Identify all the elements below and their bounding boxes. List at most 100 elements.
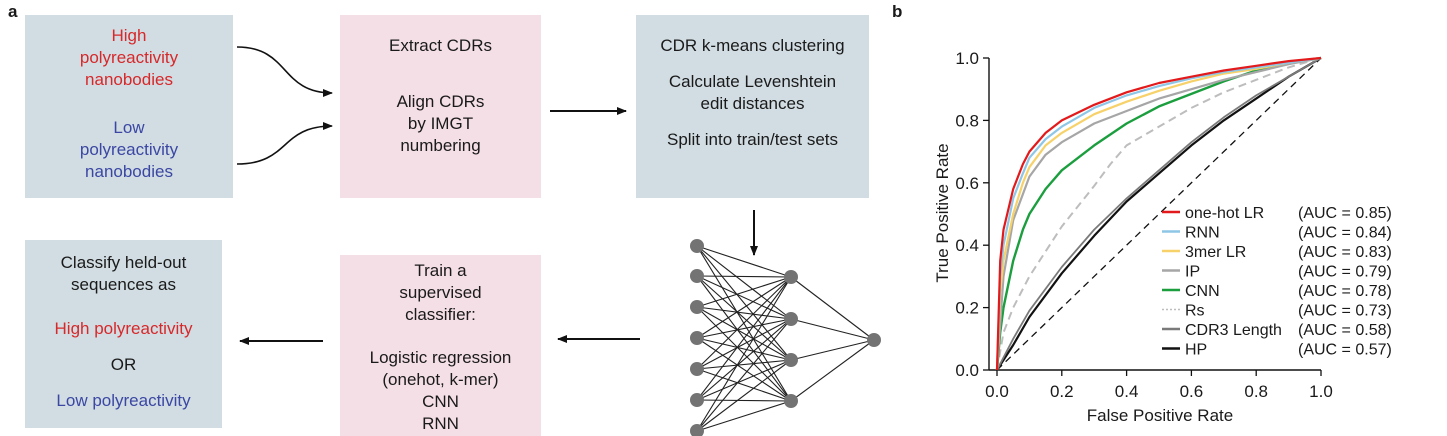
- neural-network-diagram: [690, 239, 881, 436]
- roc-curve-hp: [996, 57, 1322, 371]
- roc-curve-rs: [996, 57, 1322, 371]
- nn-edge: [696, 245, 792, 278]
- classify-or-text: OR: [110, 355, 137, 374]
- legend-label: 3mer LR: [1185, 244, 1246, 261]
- method-rnn: RNN: [422, 414, 459, 433]
- train-line-2: supervised: [399, 283, 482, 302]
- legend-label: Rs: [1185, 303, 1205, 320]
- nn-edge: [696, 245, 792, 320]
- y-tick-label: 0.0: [955, 361, 979, 380]
- legend-label: one-hot LR: [1185, 205, 1264, 222]
- y-tick-label: 0.4: [955, 236, 979, 255]
- x-tick-label: 0.8: [1244, 382, 1268, 401]
- nn-input-node: [690, 393, 704, 407]
- roc-curves: [995, 56, 1322, 371]
- nn-edge: [696, 275, 792, 320]
- nn-edge: [696, 276, 792, 339]
- nn-edge: [696, 306, 792, 320]
- nn-edge: [696, 337, 792, 361]
- nn-input-node: [690, 362, 704, 376]
- train-classifier-box: Train a supervised classifier: Logistic …: [340, 255, 541, 436]
- high-input-arrow: [236, 46, 333, 97]
- nn-hidden-node: [784, 270, 798, 284]
- legend: one-hot LR(AUC = 0.85)RNN(AUC = 0.84)3me…: [1162, 205, 1392, 359]
- panel-b-letter: b: [892, 2, 903, 21]
- nn-edge: [696, 359, 792, 370]
- legend-label: IP: [1185, 264, 1200, 281]
- extract-cdrs-box: Extract CDRs Align CDRs by IMGT numberin…: [340, 15, 541, 198]
- classify-line-1: Classify held-out: [60, 253, 187, 272]
- legend-auc: (AUC = 0.78): [1298, 283, 1392, 300]
- nn-edge: [696, 276, 792, 401]
- numbering-text: numbering: [400, 136, 481, 155]
- roc-curve-ip: [995, 56, 1322, 371]
- plot-frame: [988, 58, 1321, 371]
- roc-curve-3mer-lr: [995, 56, 1322, 371]
- nn-edge: [696, 276, 792, 432]
- x-tick-label: 0.2: [1050, 382, 1074, 401]
- nn-hidden-node: [784, 353, 798, 367]
- nn-edge: [696, 318, 792, 370]
- nn-edge: [696, 276, 792, 308]
- nn-edge: [696, 306, 792, 361]
- nn-hidden-node: [784, 312, 798, 326]
- low-polyreactivity-label: Low polyreactivity nanobodies: [80, 117, 178, 183]
- low-line-1: Low: [113, 118, 145, 137]
- y-tick-label: 0.2: [955, 299, 979, 318]
- y-tick-label: 0.8: [955, 111, 979, 130]
- input-nanobodies-box: High polyreactivity nanobodies Low polyr…: [25, 15, 233, 198]
- legend-label: CDR3 Length: [1185, 322, 1282, 339]
- nn-edge: [696, 400, 792, 432]
- nn-input-node: [690, 424, 704, 436]
- edit-distances-text: edit distances: [700, 94, 805, 113]
- levenshtein-text: Calculate Levenshtein: [668, 72, 837, 91]
- y-tick-label: 0.6: [955, 174, 979, 193]
- panel-a-letter: a: [8, 2, 18, 21]
- nn-edge: [696, 337, 792, 402]
- kmeans-text: CDR k-means clustering: [660, 36, 845, 55]
- legend-auc: (AUC = 0.73): [1298, 303, 1392, 320]
- nn-edge: [696, 275, 792, 278]
- high-line-1: High: [111, 26, 147, 45]
- nn-edge: [696, 275, 792, 361]
- nn-edge: [696, 318, 792, 432]
- legend-auc: (AUC = 0.83): [1298, 244, 1392, 261]
- chance-line: [996, 57, 1322, 371]
- nn-edge: [696, 399, 792, 402]
- align-cdrs-text: Align CDRs: [396, 92, 485, 111]
- train-line-1: Train a: [414, 261, 467, 280]
- nn-edge: [696, 359, 792, 432]
- nn-edge: [696, 368, 792, 402]
- train-line-3: classifier:: [405, 305, 476, 324]
- high-line-2: polyreactivity: [79, 48, 179, 67]
- x-tick-label: 0.4: [1115, 382, 1139, 401]
- nn-edge: [790, 276, 875, 341]
- classify-high-text: High polyreactivity: [54, 319, 193, 338]
- chance-diagonal: [996, 57, 1322, 371]
- classify-box: Classify held-out sequences as High poly…: [25, 240, 222, 428]
- high-polyreactivity-label: High polyreactivity nanobodies: [80, 25, 178, 91]
- y-tick-label: 1.0: [955, 49, 979, 68]
- roc-curve-one-hot-lr: [995, 56, 1322, 371]
- nn-input-node: [690, 239, 704, 253]
- nn-edge: [696, 318, 792, 401]
- y-axis-label: True Positive Rate: [933, 143, 952, 282]
- clustering-box: CDR k-means clustering Calculate Levensh…: [636, 15, 869, 198]
- nn-hidden-node: [784, 394, 798, 408]
- method-cnn: CNN: [422, 392, 459, 411]
- by-imgt-text: by IMGT: [407, 114, 474, 133]
- nn-output-node: [867, 333, 881, 347]
- nn-edge: [696, 245, 792, 361]
- classify-low-text: Low polyreactivity: [56, 391, 191, 410]
- nn-edge: [790, 339, 875, 402]
- legend-label: CNN: [1185, 283, 1220, 300]
- x-tick-label: 1.0: [1309, 382, 1333, 401]
- nn-edge: [696, 359, 792, 401]
- low-line-3: nanobodies: [85, 162, 173, 181]
- roc-curve-rnn: [995, 56, 1322, 371]
- nn-edge: [790, 318, 875, 341]
- legend-auc: (AUC = 0.57): [1298, 342, 1392, 359]
- legend-auc: (AUC = 0.79): [1298, 264, 1392, 281]
- nn-edge: [790, 339, 875, 361]
